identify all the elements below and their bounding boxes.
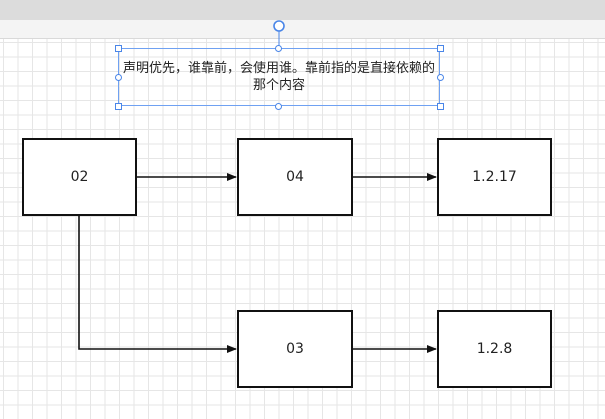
resize-handle-bottom[interactable] [275, 103, 282, 110]
resize-handle-left[interactable] [115, 74, 122, 81]
edge-02-03[interactable] [78, 216, 237, 353]
node-02[interactable]: 02 [22, 138, 137, 216]
node-03[interactable]: 03 [237, 310, 353, 388]
node-1-2-8[interactable]: 1.2.8 [437, 310, 552, 388]
resize-handle-bottom-left[interactable] [115, 103, 122, 110]
toolbar-area [0, 0, 605, 20]
resize-handle-top-left[interactable] [115, 45, 122, 52]
resize-handle-right[interactable] [437, 74, 444, 81]
resize-handle-top-right[interactable] [437, 45, 444, 52]
rotation-handle-icon[interactable] [273, 20, 285, 32]
resize-handle-top[interactable] [275, 45, 282, 52]
node-03-label: 03 [286, 341, 304, 357]
node-04-label: 04 [286, 169, 304, 185]
node-1-2-8-label: 1.2.8 [476, 341, 513, 357]
node-04[interactable]: 04 [237, 138, 353, 216]
ruler [0, 20, 605, 39]
selected-text-note[interactable]: 声明优先，谁靠前，会使用谁。靠前指的是直接依赖的那个内容 [118, 48, 440, 106]
node-1-2-17[interactable]: 1.2.17 [437, 138, 552, 216]
note-text: 声明优先，谁靠前，会使用谁。靠前指的是直接依赖的那个内容 [123, 61, 436, 93]
node-1-2-17-label: 1.2.17 [472, 169, 517, 185]
node-02-label: 02 [70, 169, 89, 185]
resize-handle-bottom-right[interactable] [437, 103, 444, 110]
